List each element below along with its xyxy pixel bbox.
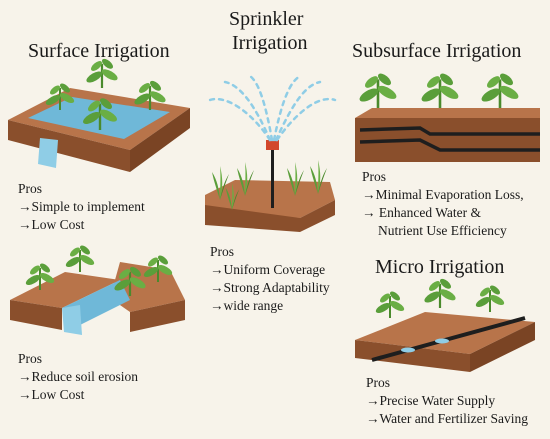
micro-pros-label: Pros [366,375,391,390]
subsurface-irrigation-illustration [355,70,540,162]
micro-pro-item: →Water and Fertilizer Saving [366,411,528,426]
surface-pro-item: →Low Cost [18,217,85,232]
sprinkler-title-line2: Irrigation [232,32,308,54]
furrow-pros: Pros →Reduce soil erosion →Low Cost [18,350,138,404]
surface-pros-label: Pros [18,181,43,196]
surface-pro-item: →Simple to implement [18,199,145,214]
subsurface-title: Subsurface Irrigation [352,40,522,62]
micro-irrigation-illustration [355,275,535,372]
sprinkler-pros-label: Pros [210,244,235,259]
surface-title: Surface Irrigation [28,40,170,62]
surface-pros: Pros →Simple to implement →Low Cost [18,180,145,234]
furrow-pro-item: →Low Cost [18,387,85,402]
furrow-irrigation-illustration [10,242,185,335]
micro-title: Micro Irrigation [375,256,505,278]
subsurface-pro-item: →Minimal Evaporation Loss, [362,187,524,202]
micro-pro-item: →Precise Water Supply [366,393,496,408]
sprinkler-title-line1: Sprinkler [229,8,304,30]
sprinkler-pros: Pros →Uniform Coverage →Strong Adaptabil… [210,243,330,315]
sprinkler-illustration [205,74,337,232]
subsurface-pro-item-continued: Nutrient Use Efficiency [378,223,507,238]
surface-irrigation-illustration [8,55,190,172]
sprinkler-pro-item: →Uniform Coverage [210,262,326,277]
subsurface-pros: Pros →Minimal Evaporation Loss, → Enhanc… [362,168,524,240]
subsurface-pros-label: Pros [362,169,387,184]
sprinkler-pro-item: →Strong Adaptability [210,280,330,295]
micro-pros: Pros →Precise Water Supply →Water and Fe… [366,374,528,428]
subsurface-pro-item: → Enhanced Water & [362,205,481,220]
furrow-pros-label: Pros [18,351,43,366]
furrow-pro-item: →Reduce soil erosion [18,369,138,384]
sprinkler-pro-item: →wide range [210,298,284,313]
